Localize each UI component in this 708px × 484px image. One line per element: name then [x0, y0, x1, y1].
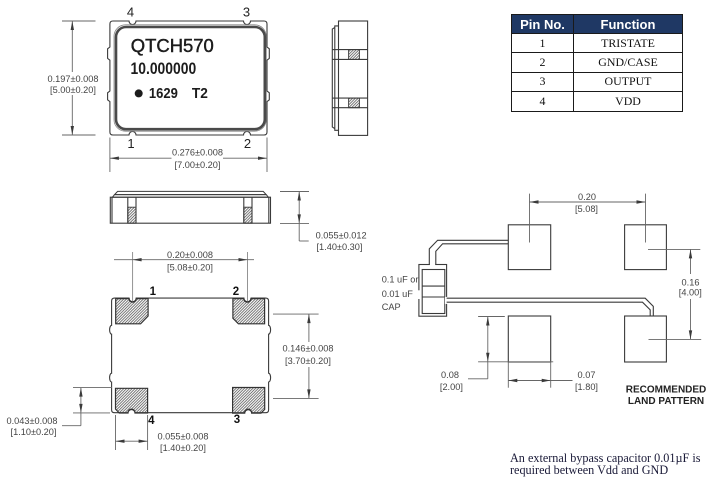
svg-text:0.01 uF: 0.01 uF	[382, 289, 414, 299]
svg-text:1: 1	[150, 286, 157, 298]
svg-text:4: 4	[148, 415, 155, 427]
svg-text:3: 3	[234, 414, 240, 426]
svg-text:[1.40±0.30]: [1.40±0.30]	[317, 242, 363, 252]
svg-text:2: 2	[244, 136, 251, 151]
svg-text:[3.70±0.20]: [3.70±0.20]	[285, 356, 331, 366]
svg-text:LAND PATTERN: LAND PATTERN	[628, 396, 704, 407]
svg-text:4: 4	[127, 5, 134, 20]
svg-text:0.20: 0.20	[578, 192, 596, 202]
svg-text:2: 2	[233, 286, 239, 298]
svg-text:0.043±0.008: 0.043±0.008	[6, 416, 57, 426]
svg-text:QTCH570: QTCH570	[131, 36, 214, 56]
svg-text:T2: T2	[192, 85, 208, 102]
svg-text:0.197±0.008: 0.197±0.008	[47, 74, 98, 84]
svg-text:[5.08±0.20]: [5.08±0.20]	[167, 262, 213, 272]
svg-text:0.276±0.008: 0.276±0.008	[172, 148, 223, 158]
svg-text:[4.00]: [4.00]	[679, 288, 702, 298]
svg-text:[1.80]: [1.80]	[575, 382, 598, 392]
svg-text:0.055±0.012: 0.055±0.012	[316, 230, 367, 240]
svg-text:0.08: 0.08	[441, 370, 459, 380]
svg-text:0.07: 0.07	[578, 370, 596, 380]
svg-text:0.20±0.008: 0.20±0.008	[167, 250, 213, 260]
svg-text:3: 3	[243, 5, 250, 20]
svg-text:0.055±0.008: 0.055±0.008	[157, 432, 208, 442]
svg-text:RECOMMENDED: RECOMMENDED	[626, 385, 707, 396]
svg-text:0.16: 0.16	[682, 278, 700, 288]
svg-text:[7.00±0.20]: [7.00±0.20]	[175, 160, 221, 170]
svg-text:[5.00±0.20]: [5.00±0.20]	[50, 85, 96, 95]
svg-text:10.000000: 10.000000	[131, 59, 197, 78]
svg-text:[2.00]: [2.00]	[440, 382, 463, 392]
svg-text:0.1 uF or: 0.1 uF or	[382, 275, 419, 285]
svg-text:[1.40±0.20]: [1.40±0.20]	[160, 443, 206, 453]
svg-text:1: 1	[127, 136, 134, 151]
svg-text:0.146±0.008: 0.146±0.008	[282, 344, 333, 354]
svg-text:CAP: CAP	[382, 302, 401, 312]
svg-text:[5.08]: [5.08]	[575, 204, 598, 214]
svg-text:1629: 1629	[149, 85, 178, 102]
svg-text:[1.10±0.20]: [1.10±0.20]	[11, 427, 57, 437]
